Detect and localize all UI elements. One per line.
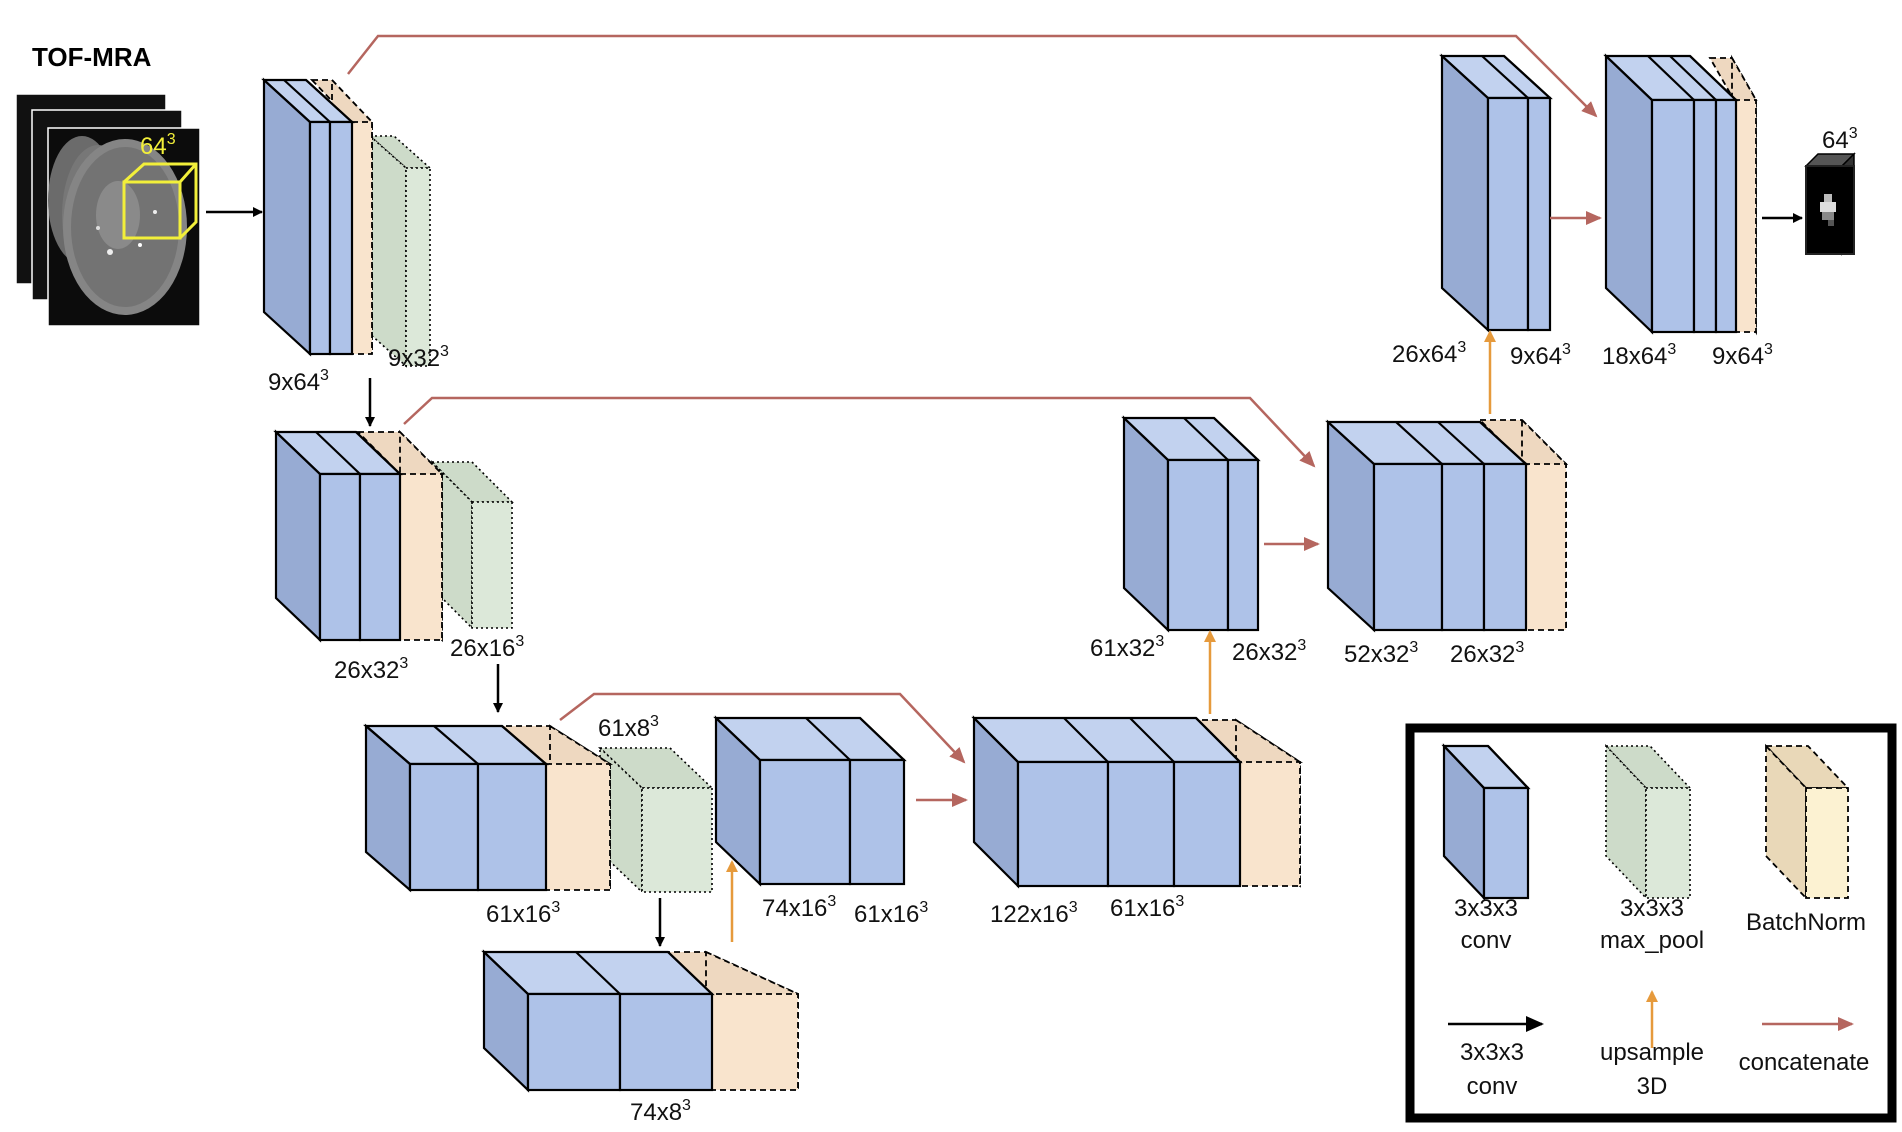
enc2-pool (430, 460, 514, 630)
dim-label-enc1-conv: 9x643 (268, 367, 329, 396)
skip-connection-2 (403, 396, 1316, 468)
enc2-conv (273, 429, 403, 643)
legend-concat-label: concatenate (1739, 1049, 1870, 1076)
dim-label-dec2-b: 26x323 (1232, 637, 1306, 666)
legend-upsample-label-2: 3D (1637, 1073, 1668, 1100)
dimension-labels: 9x643 9x323 26x323 26x163 61x83 61x163 74x83 74… (268, 339, 1773, 1126)
legend-batchnorm-icon (1763, 743, 1851, 901)
legend-pool-label-1: 3x3x3 (1620, 895, 1684, 922)
dim-label-dec1-cat-a: 18x643 (1602, 341, 1676, 370)
crop-cube (122, 162, 198, 240)
dim-label-enc3-pool: 61x83 (598, 713, 659, 742)
legend-icons (1441, 743, 1851, 901)
legend-pool-label-2: max_pool (1600, 927, 1704, 954)
conv-arrows (206, 207, 1803, 947)
dec2-conv (1121, 415, 1261, 633)
legend-arrow-conv-label-1: 3x3x3 (1460, 1039, 1524, 1066)
legend-conv-label-2: conv (1461, 927, 1512, 954)
skip-connection-1 (347, 34, 1598, 118)
dim-label-enc2-conv: 26x323 (334, 655, 408, 684)
output-size-label: 643 (1822, 125, 1858, 154)
dec1-cat-conv (1603, 53, 1739, 335)
dim-label-dec3-cat-a: 122x163 (990, 899, 1078, 928)
enc3-pool (598, 746, 714, 894)
input-title: TOF-MRA (32, 42, 152, 72)
upsample-arrows (726, 330, 1496, 942)
dim-label-dec3-a: 74x163 (762, 893, 836, 922)
dim-label-enc3-conv: 61x163 (486, 899, 560, 928)
output-cube: 643 (1804, 125, 1858, 256)
dim-label-dec1-b: 9x643 (1510, 341, 1571, 370)
crop-size-label: 643 (140, 131, 176, 160)
dec2-cat-conv (1325, 419, 1529, 633)
legend-pool-icon (1604, 744, 1692, 900)
dim-label-dec2-cat-b: 26x323 (1450, 639, 1524, 668)
dim-label-dec2-cat-a: 52x323 (1344, 639, 1418, 668)
legend-batchnorm-label: BatchNorm (1746, 909, 1866, 936)
dim-label-enc1-pool: 9x323 (388, 343, 449, 372)
dim-label-dec2-a: 61x323 (1090, 633, 1164, 662)
dim-label-dec3-cat-b: 61x163 (1110, 893, 1184, 922)
dim-label-dec3-b: 61x163 (854, 899, 928, 928)
legend-conv-label-1: 3x3x3 (1454, 895, 1518, 922)
enc1-pool (367, 134, 433, 368)
dim-label-enc2-pool: 26x163 (450, 633, 524, 662)
dec3-cat-conv (971, 715, 1243, 889)
dec3-conv (713, 715, 907, 887)
legend-upsample-label-1: upsample (1600, 1039, 1704, 1066)
enc1-conv (261, 77, 355, 357)
dec1-conv (1439, 53, 1553, 333)
dec2-cat-batchnorm (1477, 417, 1569, 633)
bottleneck-conv (481, 949, 715, 1093)
concat-arrows (347, 34, 1602, 807)
enc3-batchnorm (482, 724, 614, 892)
dim-label-dec1-a: 26x643 (1392, 339, 1466, 368)
network-blocks (261, 53, 1758, 1093)
legend-conv-icon (1441, 743, 1531, 901)
input-image-stack: TOF-MRA 643 (15, 42, 201, 327)
dim-label-bottleneck: 74x83 (630, 1097, 691, 1126)
dim-label-dec1-cat-b: 9x643 (1712, 341, 1773, 370)
enc3-conv (363, 723, 549, 893)
skip-connection-3 (559, 692, 966, 764)
legend: 3x3x3 conv 3x3x3 max_pool BatchNorm 3x3x… (1405, 723, 1897, 1123)
legend-arrow-conv-label-2: conv (1467, 1073, 1518, 1100)
